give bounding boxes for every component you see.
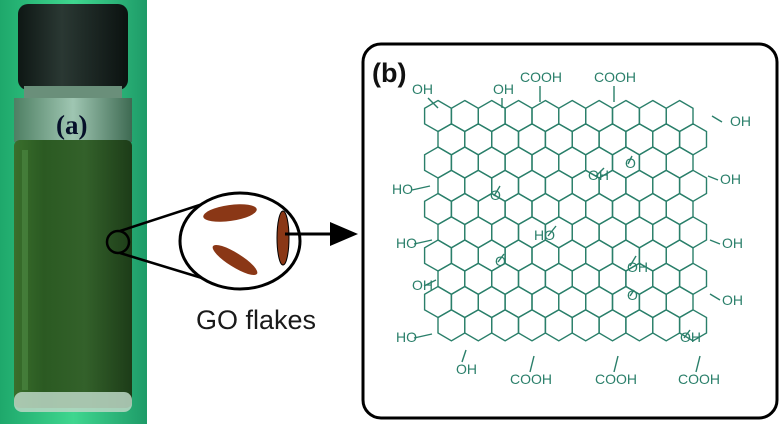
functional-group-oh: OH xyxy=(627,259,648,275)
substituent-bond xyxy=(683,329,691,339)
substituent-bond xyxy=(529,355,535,373)
functional-group-cooh: COOH xyxy=(594,69,636,85)
substituent-bond xyxy=(707,175,719,181)
substituent-bond xyxy=(423,279,437,287)
go-flake xyxy=(276,210,290,266)
functional-group-oh: OH xyxy=(722,235,743,251)
functional-group-o: O xyxy=(625,155,636,171)
vial-neck xyxy=(24,86,122,100)
substituent-bond xyxy=(547,225,557,237)
functional-group-cooh: COOH xyxy=(510,371,552,387)
functional-group-ho: HO xyxy=(534,227,555,243)
substituent-bond xyxy=(629,289,635,297)
functional-group-oh: OH xyxy=(730,113,751,129)
substituent-bond xyxy=(595,167,605,177)
substituent-bond xyxy=(497,253,505,263)
substituent-bond xyxy=(709,239,721,245)
functional-group-oh: OH xyxy=(493,81,514,97)
hexagon-lattice xyxy=(423,99,708,342)
substituent-bond xyxy=(411,185,431,191)
substituent-bond xyxy=(613,355,619,373)
substituent-bond xyxy=(695,355,701,373)
functional-group-oh: OH xyxy=(720,171,741,187)
functional-group-cooh: COOH xyxy=(595,371,637,387)
functional-group-cooh: COOH xyxy=(520,69,562,85)
substituent-bond xyxy=(413,239,433,245)
functional-group-oh: OH xyxy=(456,361,477,377)
substituent-bond xyxy=(709,293,721,301)
functional-group-o: O xyxy=(627,287,638,303)
substituent-bond xyxy=(627,155,633,165)
substituent-bond xyxy=(629,255,637,267)
carbon-ring xyxy=(678,308,708,342)
substituent-bond xyxy=(427,97,439,109)
vial-bottom xyxy=(14,392,132,412)
vial-liquid xyxy=(14,140,132,408)
functional-group-ho: HO xyxy=(392,181,413,197)
functional-group-ho: HO xyxy=(396,329,417,345)
panel-b-frame xyxy=(361,42,779,420)
vial-highlight xyxy=(22,150,28,390)
panel-b-label: (b) xyxy=(372,58,407,88)
functional-group-o: O xyxy=(495,253,506,269)
pointer-arrow-head xyxy=(330,222,358,246)
substituent-bond xyxy=(711,115,723,123)
functional-group-ho: HO xyxy=(396,235,417,251)
vial-photo xyxy=(0,0,147,424)
magnifier-callout xyxy=(105,191,358,291)
go-flake xyxy=(212,244,258,276)
functional-group-oh: OH xyxy=(588,167,609,183)
go-flakes-caption: GO flakes xyxy=(196,305,317,335)
go-flake xyxy=(203,204,257,222)
panel-a-label: (a) xyxy=(56,110,88,140)
substituent-bond xyxy=(413,333,433,339)
vial-cap xyxy=(18,4,128,90)
substituent-bonds xyxy=(411,86,723,373)
functional-group-oh: OH xyxy=(412,277,433,293)
vial-glass xyxy=(14,98,132,142)
substituent-bond xyxy=(493,185,501,197)
functional-group-cooh: COOH xyxy=(678,371,720,387)
functional-group-oh: OH xyxy=(412,81,433,97)
functional-group-o: O xyxy=(490,187,501,203)
sample-spot xyxy=(105,229,131,255)
functional-group-oh: OH xyxy=(722,292,743,308)
substituent-bond xyxy=(461,349,467,363)
functional-group-oh: OH xyxy=(680,329,701,345)
